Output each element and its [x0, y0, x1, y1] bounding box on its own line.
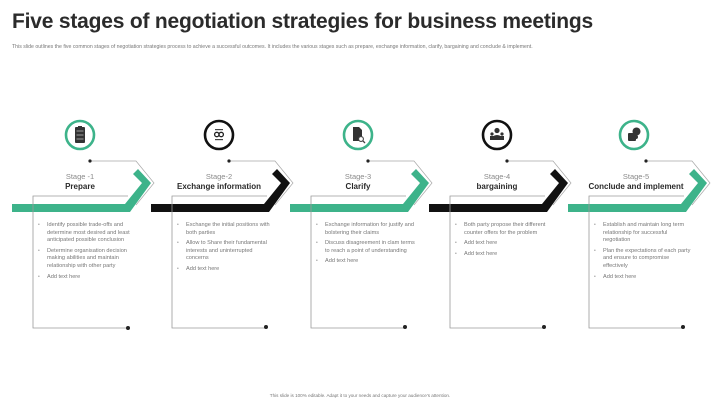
list-item: Determine organisation decision making a… [37, 248, 137, 271]
stage-5-box [588, 195, 684, 329]
stage-4-box [449, 195, 545, 329]
stage-1-dot [88, 159, 92, 163]
stage-5-label: Stage-5 Conclude and implement [576, 172, 696, 192]
stage-1-shapes [12, 159, 155, 330]
stage-1-box [32, 195, 128, 329]
stage-5-arrow [568, 169, 707, 212]
stage-4-name: bargaining [476, 182, 518, 191]
exchange-badge-icon [203, 119, 235, 151]
list-item: Add text here [454, 240, 554, 248]
list-item: Add text here [37, 274, 137, 282]
stage-3-arrow [290, 169, 429, 212]
stage-3-name: Clarify [345, 182, 371, 191]
footer-note: This slide is 100% editable. Adapt it to… [269, 393, 451, 398]
page-title: Five stages of negotiation strategies fo… [12, 10, 594, 33]
page-subtitle: This slide outlines the five common stag… [12, 44, 533, 50]
list-item: Exchange information for justify and bol… [315, 222, 415, 237]
stage-1-bullets: Identify possible trade-offs and determi… [37, 222, 137, 284]
stage-1-arrow [12, 169, 151, 212]
stage-2-number: Stage-2 [205, 172, 233, 181]
meeting-people-icon [481, 119, 513, 151]
stage-5-number: Stage-5 [622, 172, 650, 181]
list-item: Add text here [593, 274, 693, 282]
stage-5-bullets: Establish and maintain long term relatio… [593, 222, 693, 284]
stage-3-box [310, 195, 406, 329]
list-item: Establish and maintain long term relatio… [593, 222, 693, 245]
stage-3-number: Stage-3 [344, 172, 372, 181]
list-item: Add text here [454, 251, 554, 259]
stage-3-label: Stage-3 Clarify [298, 172, 418, 192]
stage-5-name: Conclude and implement [588, 182, 684, 191]
stage-4-label: Stage-4 bargaining [437, 172, 557, 192]
list-item: Add text here [176, 266, 276, 274]
stage-4-number: Stage-4 [483, 172, 511, 181]
list-item: Identify possible trade-offs and determi… [37, 222, 137, 245]
list-item: Plan the expectations of each party and … [593, 248, 693, 271]
stage-2-name: Exchange information [176, 182, 261, 191]
stage-2-box [171, 195, 267, 329]
list-item: Add text here [315, 258, 415, 266]
stage-2-bullets: Exchange the initial positions with both… [176, 222, 276, 277]
clipboard-document-icon [64, 119, 96, 151]
list-item: Exchange the initial positions with both… [176, 222, 276, 237]
list-item: Both party propose their different count… [454, 222, 554, 237]
stage-3-shapes [290, 159, 433, 329]
list-item: Discuss disagreement in clam terms to re… [315, 240, 415, 255]
stage-4-shapes [429, 159, 572, 329]
list-item: Allow to Share their fundamental interes… [176, 240, 276, 263]
stage-1-label: Stage -1 Prepare [20, 172, 140, 192]
stage-2-label: Stage-2 Exchange information [159, 172, 279, 192]
stage-4-arrow [429, 169, 568, 212]
stage-1-connector [90, 160, 155, 206]
stage-3-bullets: Exchange information for justify and bol… [315, 222, 415, 269]
puzzle-gears-icon [618, 119, 650, 151]
document-search-icon [342, 119, 374, 151]
stage-2-shapes [151, 159, 294, 329]
stage-1-name: Prepare [65, 182, 95, 191]
stage-2-arrow [151, 169, 290, 212]
stage-4-bullets: Both party propose their different count… [454, 222, 554, 261]
stage-5-shapes [568, 159, 711, 329]
stage-1-number: Stage -1 [65, 172, 95, 181]
